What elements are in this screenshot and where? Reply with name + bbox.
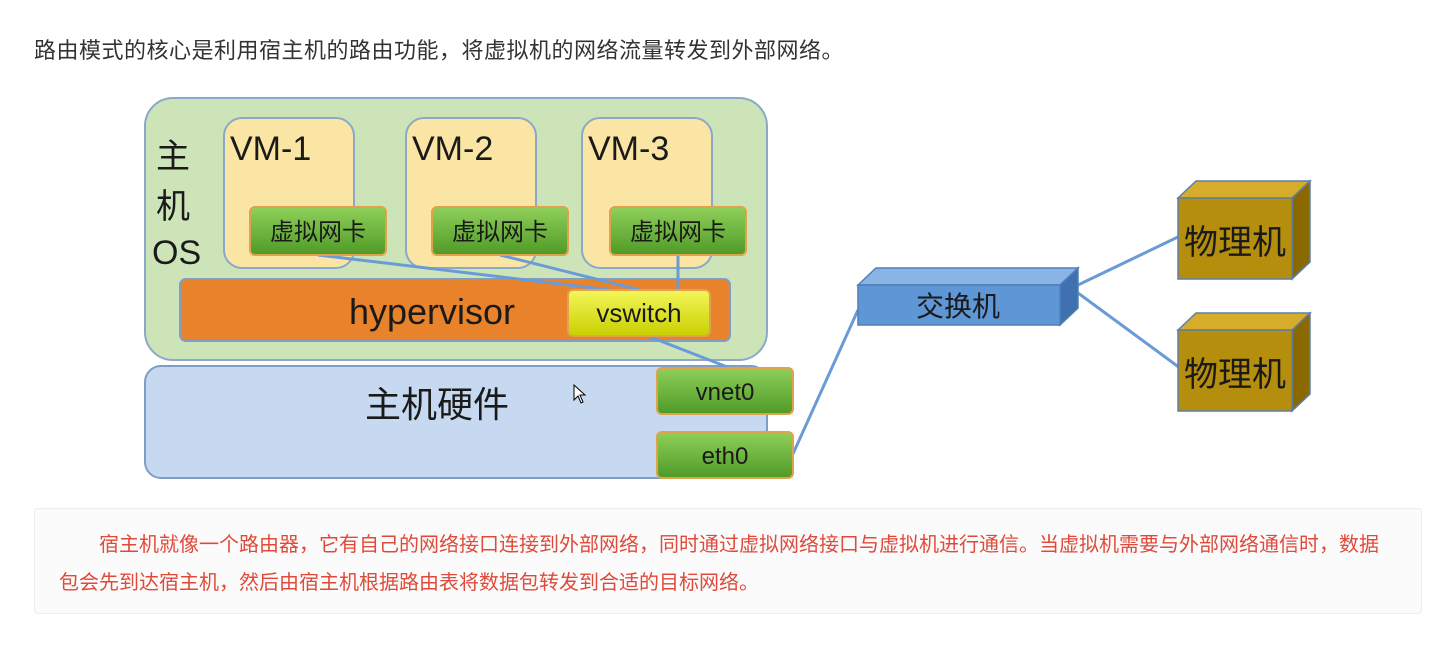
note-text: 宿主机就像一个路由器，它有自己的网络接口连接到外部网络，同时通过虚拟网络接口与虚…	[59, 532, 1379, 594]
host-os-label-line2: 机	[156, 187, 190, 227]
vnet0-box	[656, 367, 794, 415]
vm-1-label: VM-1	[230, 130, 311, 168]
host-hardware-box	[144, 365, 768, 479]
physical-machine-2-label: 物理机	[1184, 355, 1286, 395]
vm-3-nic	[609, 206, 747, 256]
host-hardware-label: 主机硬件	[365, 385, 509, 426]
physical-machine-1	[1176, 179, 1312, 281]
vm-2-nic-label: 虚拟网卡	[452, 218, 548, 246]
host-os-label-line1: 主	[156, 137, 190, 177]
vm-3-nic-label: 虚拟网卡	[630, 218, 726, 246]
hypervisor-label: hypervisor	[349, 291, 515, 332]
connection-lines	[317, 234, 1181, 457]
vnet0-label: vnet0	[696, 379, 755, 406]
physical-machine-2	[1176, 311, 1312, 413]
host-os-label-line3: OS	[152, 234, 201, 272]
switch-device	[856, 266, 1080, 327]
vswitch-box	[567, 289, 711, 337]
vm-2-nic	[431, 206, 569, 256]
eth0-label: eth0	[702, 443, 749, 470]
intro-text: 路由模式的核心是利用宿主机的路由功能，将虚拟机的网络流量转发到外部网络。	[34, 39, 845, 64]
vm-2-label: VM-2	[412, 130, 493, 168]
switch-label: 交换机	[916, 290, 1000, 323]
note-callout: 宿主机就像一个路由器，它有自己的网络接口连接到外部网络，同时通过虚拟网络接口与虚…	[34, 508, 1422, 614]
vm-3-label: VM-3	[588, 130, 669, 168]
eth0-box	[656, 431, 794, 479]
mouse-cursor-icon	[573, 383, 587, 404]
physical-machine-1-label: 物理机	[1184, 223, 1286, 263]
vm-1-nic-label: 虚拟网卡	[270, 218, 366, 246]
vm-1-nic	[249, 206, 387, 256]
vswitch-label: vswitch	[596, 298, 681, 328]
